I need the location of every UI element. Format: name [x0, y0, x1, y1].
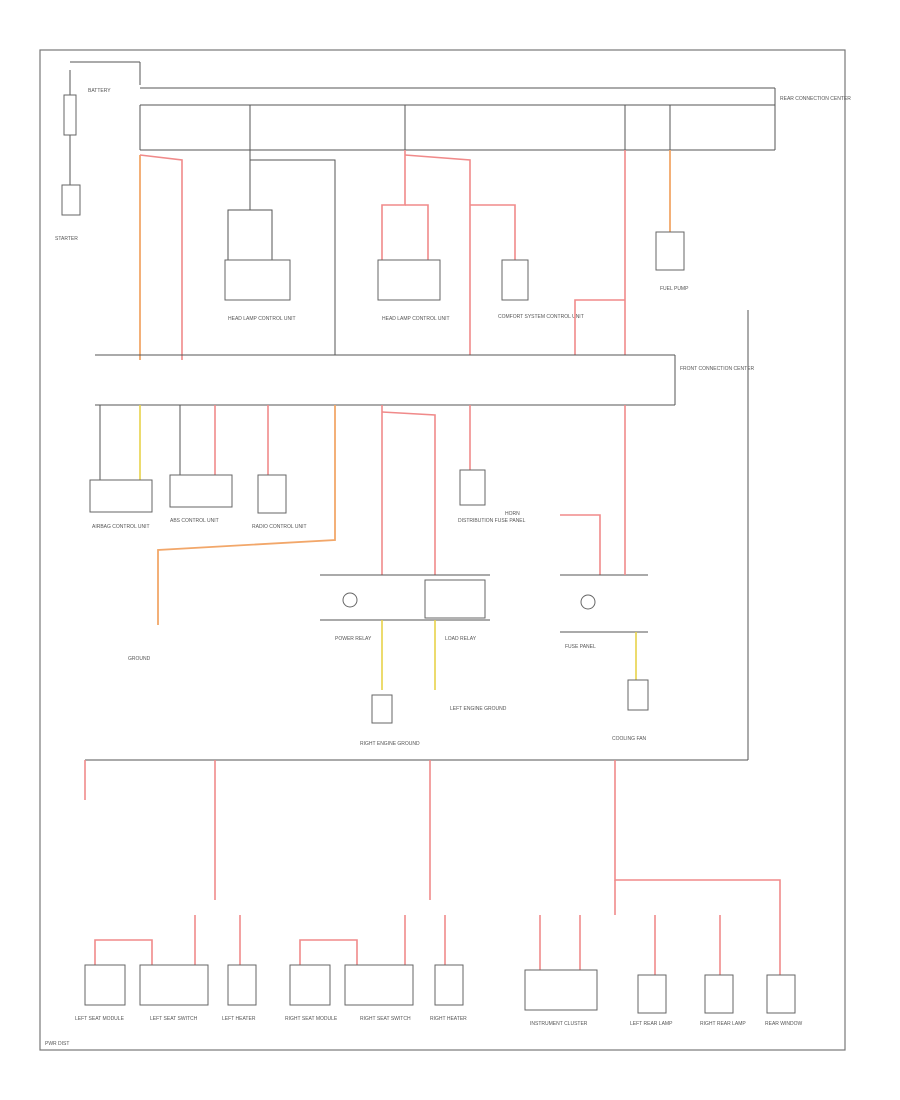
diagram-frame	[39, 49, 846, 1051]
right-seat-switch-label: RIGHT SEAT SWITCH	[360, 1016, 411, 1022]
comfort-module-box	[501, 259, 529, 301]
fuse-panel-a-label: FUSE PANEL	[565, 644, 596, 650]
right-seat-module-box	[289, 964, 331, 1006]
left-engine-ground-label: LEFT ENGINE GROUND	[450, 706, 507, 712]
load-relay-box	[424, 579, 486, 619]
cooling-fan-label: COOLING FAN	[612, 736, 647, 742]
right-seat-switch-box	[344, 964, 414, 1006]
left-rear-lamp-label: LEFT REAR LAMP	[630, 1021, 673, 1027]
head-lamp-right-label: HEAD LAMP CONTROL UNIT	[382, 316, 450, 322]
power-relay-label: POWER RELAY	[335, 636, 372, 642]
head-lamp-right-box	[377, 259, 441, 301]
instrument-cluster-box	[524, 969, 598, 1011]
battery-symbol	[61, 61, 141, 216]
left-seat-switch-label: LEFT SEAT SWITCH	[150, 1016, 198, 1022]
abs-unit-label: ABS CONTROL UNIT	[170, 518, 219, 524]
right-seat-module-label: RIGHT SEAT MODULE	[285, 1016, 338, 1022]
rear-window-box	[766, 974, 796, 1014]
left-seat-module-label: LEFT SEAT MODULE	[75, 1016, 125, 1022]
fuel-pump-box	[655, 231, 685, 271]
fuel-pump-label: FUEL PUMP	[660, 286, 689, 292]
left-seat-switch-box	[139, 964, 209, 1006]
right-rear-lamp-box	[704, 974, 734, 1014]
front-connector-label: FRONT CONNECTION CENTER	[680, 366, 754, 372]
dist-fuse-box	[459, 469, 486, 506]
right-engine-ground-label: RIGHT ENGINE GROUND	[360, 741, 420, 747]
left-rear-lamp-box	[637, 974, 667, 1014]
abs-unit-box	[169, 474, 233, 508]
power-relay-coil	[342, 592, 358, 608]
footer-label: PWR DIST	[45, 1041, 69, 1047]
head-lamp-left-label: HEAD LAMP CONTROL UNIT	[228, 316, 296, 322]
left-heater-box	[227, 964, 257, 1006]
ground-label: GROUND	[128, 656, 151, 662]
airbag-unit-box	[89, 479, 153, 513]
rear-window-label: REAR WINDOW	[765, 1021, 803, 1027]
dist-fuse-label: DISTRIBUTION FUSE PANEL	[458, 518, 526, 524]
top-fuses	[139, 105, 671, 150]
radio-box	[257, 474, 287, 514]
horn-label: HORN	[505, 511, 520, 517]
head-lamp-left-box	[224, 259, 291, 301]
right-heater-box	[434, 964, 464, 1006]
load-relay-label: LOAD RELAY	[445, 636, 477, 642]
ground-feed-orange	[157, 405, 336, 625]
radio-label: RADIO CONTROL UNIT	[252, 524, 307, 530]
right-rear-lamp-label: RIGHT REAR LAMP	[700, 1021, 746, 1027]
airbag-unit-label: AIRBAG CONTROL UNIT	[92, 524, 150, 530]
rear-connector-label: REAR CONNECTION CENTER	[780, 96, 851, 102]
instrument-cluster-label: INSTRUMENT CLUSTER	[530, 1021, 588, 1027]
comfort-module-label: COMFORT SYSTEM CONTROL UNIT	[498, 314, 584, 320]
right-heater-label: RIGHT HEATER	[430, 1016, 467, 1022]
battery-label: BATTERY	[88, 88, 111, 94]
left-seat-module-box	[84, 964, 126, 1006]
starter-label: STARTER	[55, 236, 78, 242]
left-heater-label: LEFT HEATER	[222, 1016, 256, 1022]
